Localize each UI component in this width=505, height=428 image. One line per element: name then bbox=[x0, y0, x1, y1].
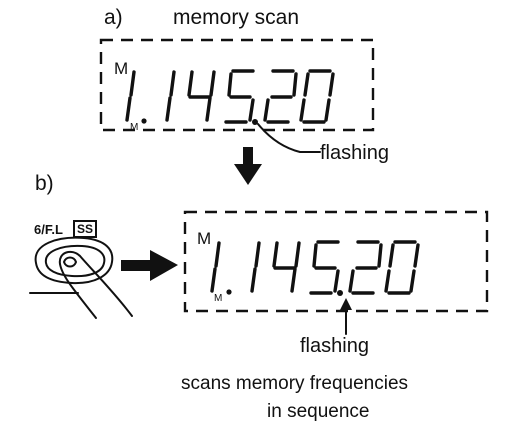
right-arrow-icon bbox=[121, 250, 178, 281]
caption-line-2: in sequence bbox=[267, 401, 370, 422]
display-b-digits bbox=[210, 240, 420, 296]
display-a-small-m: M bbox=[130, 122, 138, 133]
display-b-flashing-leader bbox=[340, 298, 352, 335]
part-b-flashing-label: flashing bbox=[300, 335, 369, 357]
display-a-flashing-dot bbox=[252, 119, 258, 125]
display-a-channel-indicator: M bbox=[114, 59, 128, 78]
caption-line-1: scans memory frequencies bbox=[181, 373, 409, 394]
display-a-flashing-leader bbox=[257, 123, 321, 153]
display-a-digits bbox=[125, 69, 335, 125]
part-a-title: memory scan bbox=[173, 6, 300, 29]
part-a-label: a) bbox=[104, 6, 123, 29]
part-a-flashing-label: flashing bbox=[320, 142, 389, 164]
key-badge: SS bbox=[73, 220, 98, 238]
display-b-flashing-dot bbox=[337, 290, 343, 296]
finger-press-icon bbox=[29, 236, 133, 319]
display-b-channel-indicator: M bbox=[197, 229, 211, 248]
display-b-frame bbox=[183, 210, 489, 313]
key-label: 6/F.L bbox=[34, 222, 63, 237]
down-arrow-icon bbox=[234, 147, 262, 185]
part-b-label: b) bbox=[35, 172, 54, 195]
display-b-small-m: M bbox=[214, 293, 222, 304]
